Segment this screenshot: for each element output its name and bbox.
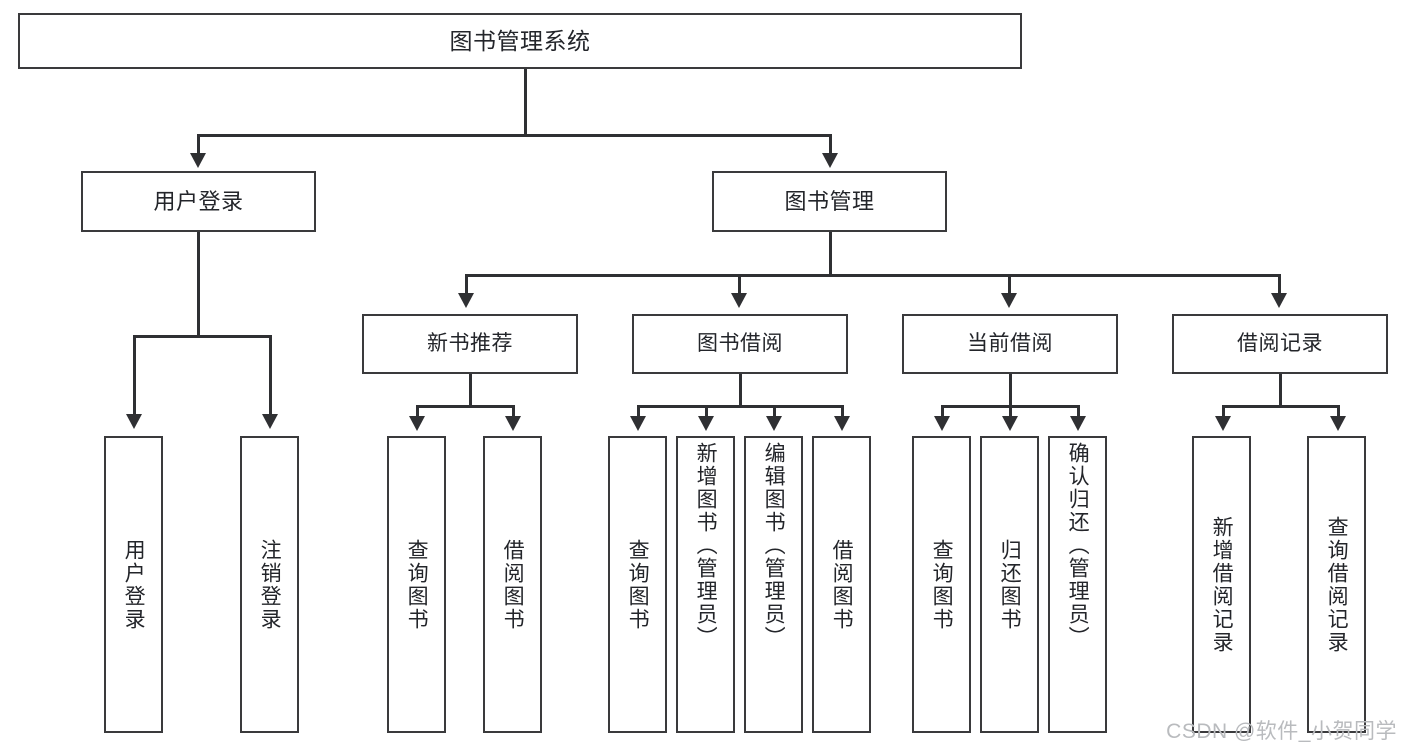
connector-bookmgmt-to-record	[1278, 274, 1281, 296]
node-label: 查询借阅记录	[1325, 515, 1349, 654]
leaf-edit-book-admin[interactable]: 编辑图书（管理员）	[744, 436, 803, 733]
arrowhead-newbook-leaf2	[505, 416, 521, 431]
node-label: 借阅图书	[830, 538, 854, 631]
arrowhead-borrow-leaf3	[766, 416, 782, 431]
leaf-query-book-borrow[interactable]: 查询图书	[608, 436, 667, 733]
connector-current-to-leaf3	[1077, 405, 1080, 419]
node-label: 用户登录	[153, 188, 244, 214]
arrowhead-record-leaf2	[1330, 416, 1346, 431]
connector-borrow-to-leaf2	[705, 405, 708, 419]
connector-borrow-to-leaf1	[637, 405, 640, 419]
node-label: 确认归还（管理员）	[1066, 442, 1090, 649]
leaf-add-borrow-record[interactable]: 新增借阅记录	[1192, 436, 1251, 733]
leaf-logout-login[interactable]: 注销登录	[240, 436, 299, 733]
arrowhead-current-leaf3	[1070, 416, 1086, 431]
node-label: 编辑图书（管理员）	[762, 442, 786, 649]
leaf-query-borrow-record[interactable]: 查询借阅记录	[1307, 436, 1366, 733]
leaf-query-book-newbook[interactable]: 查询图书	[387, 436, 446, 733]
connector-userlogin-stem	[197, 232, 200, 336]
connector-root-to-bookmgmt	[829, 134, 832, 156]
node-root-system[interactable]: 图书管理系统	[18, 13, 1022, 69]
connector-newbook-to-leaf1	[416, 405, 419, 419]
connector-record-bus	[1222, 405, 1338, 408]
node-label: 当前借阅	[967, 331, 1053, 355]
arrowhead-userlogin-leaf1	[126, 414, 142, 429]
leaf-query-book-current[interactable]: 查询图书	[912, 436, 971, 733]
connector-root-to-userlogin	[197, 134, 200, 156]
leaf-add-book-admin[interactable]: 新增图书（管理员）	[676, 436, 735, 733]
connector-userlogin-bus	[133, 335, 270, 338]
arrowhead-current-leaf1	[934, 416, 950, 431]
connector-current-stem	[1009, 374, 1012, 407]
leaf-return-book[interactable]: 归还图书	[980, 436, 1039, 733]
node-label: 图书管理系统	[449, 27, 591, 54]
connector-borrow-to-leaf3	[773, 405, 776, 419]
arrowhead-bookmgmt-borrow	[731, 293, 747, 308]
leaf-borrow-book-newbook[interactable]: 借阅图书	[483, 436, 542, 733]
connector-current-to-leaf2	[1009, 405, 1012, 419]
node-new-book-recommend[interactable]: 新书推荐	[362, 314, 578, 374]
connector-bookmgmt-to-newbook	[465, 274, 468, 296]
node-user-login[interactable]: 用户登录	[81, 171, 316, 232]
node-book-management[interactable]: 图书管理	[712, 171, 947, 232]
node-current-borrow[interactable]: 当前借阅	[902, 314, 1118, 374]
node-label: 归还图书	[998, 538, 1022, 631]
node-label: 查询图书	[626, 538, 650, 631]
connector-record-to-leaf1	[1222, 405, 1225, 419]
arrowhead-borrow-leaf2	[698, 416, 714, 431]
node-label: 借阅记录	[1237, 331, 1323, 355]
arrowhead-bookmgmt-record	[1271, 293, 1287, 308]
arrowhead-bookmgmt-current	[1001, 293, 1017, 308]
arrowhead-root-to-userlogin	[190, 153, 206, 168]
leaf-borrow-book[interactable]: 借阅图书	[812, 436, 871, 733]
connector-borrow-stem	[739, 374, 742, 407]
connector-userlogin-to-leaf2	[269, 335, 272, 417]
arrowhead-borrow-leaf4	[834, 416, 850, 431]
connector-newbook-stem	[469, 374, 472, 407]
node-borrow-record[interactable]: 借阅记录	[1172, 314, 1388, 374]
arrowhead-root-to-bookmgmt	[822, 153, 838, 168]
arrowhead-newbook-leaf1	[409, 416, 425, 431]
leaf-confirm-return-admin[interactable]: 确认归还（管理员）	[1048, 436, 1107, 733]
node-label: 注销登录	[258, 538, 282, 631]
node-label: 图书借阅	[697, 331, 783, 355]
connector-newbook-bus	[416, 405, 513, 408]
connector-bookmgmt-stem	[829, 232, 832, 275]
node-label: 新增图书（管理员）	[694, 442, 718, 649]
arrowhead-record-leaf1	[1215, 416, 1231, 431]
connector-bookmgmt-bus	[465, 274, 1281, 277]
connector-record-stem	[1279, 374, 1282, 407]
node-label: 借阅图书	[501, 538, 525, 631]
connector-current-to-leaf1	[941, 405, 944, 419]
node-label: 图书管理	[784, 188, 875, 214]
connector-bookmgmt-to-borrow	[738, 274, 741, 296]
node-label: 新书推荐	[427, 331, 513, 355]
arrowhead-current-leaf2	[1002, 416, 1018, 431]
leaf-user-login[interactable]: 用户登录	[104, 436, 163, 733]
connector-userlogin-to-leaf1	[133, 335, 136, 417]
arrowhead-borrow-leaf1	[630, 416, 646, 431]
connector-record-to-leaf2	[1337, 405, 1340, 419]
connector-root-bus	[197, 134, 831, 137]
connector-bookmgmt-to-current	[1008, 274, 1011, 296]
node-label: 查询图书	[405, 538, 429, 631]
node-label: 新增借阅记录	[1210, 515, 1234, 654]
connector-root-stem	[524, 69, 527, 135]
connector-borrow-bus	[637, 405, 842, 408]
connector-newbook-to-leaf2	[512, 405, 515, 419]
arrowhead-bookmgmt-newbook	[458, 293, 474, 308]
arrowhead-userlogin-leaf2	[262, 414, 278, 429]
node-book-borrow[interactable]: 图书借阅	[632, 314, 848, 374]
connector-borrow-to-leaf4	[841, 405, 844, 419]
node-label: 查询图书	[930, 538, 954, 631]
node-label: 用户登录	[122, 538, 146, 631]
